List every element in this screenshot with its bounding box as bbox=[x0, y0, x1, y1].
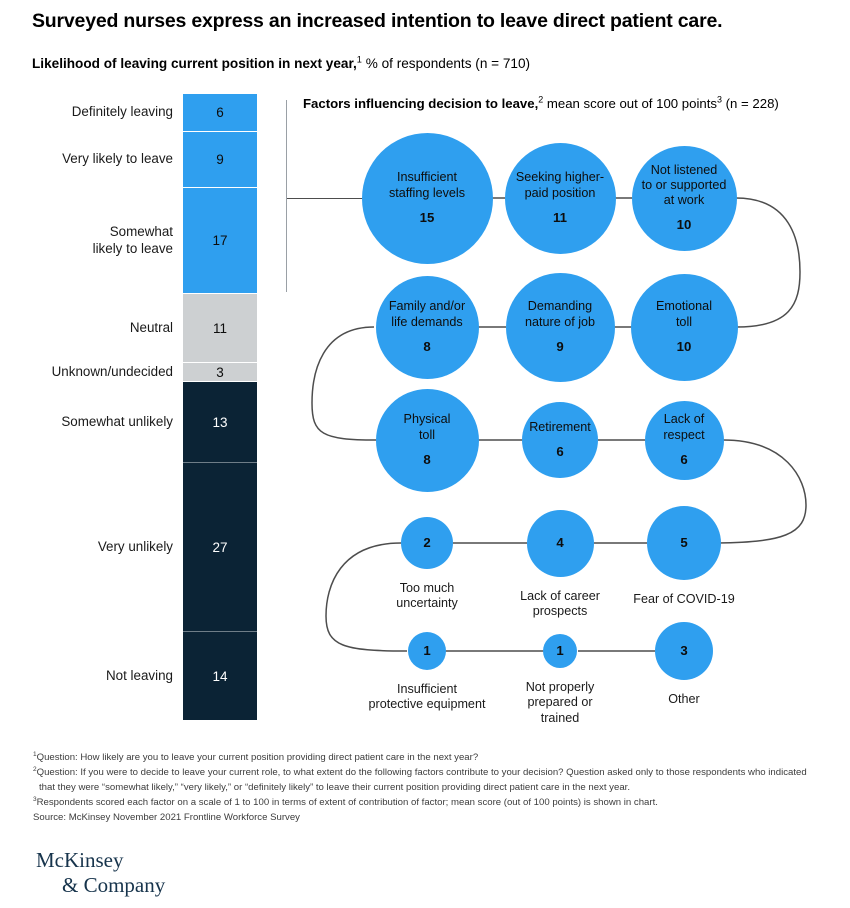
bubble-panel-title-rest-a: mean score out of 100 points bbox=[543, 96, 717, 111]
bubble-panel-footnote-ref-3: 3 bbox=[716, 94, 722, 105]
footnote-2-text: Question: If you were to decide to leave… bbox=[36, 767, 807, 793]
bar-segment: Definitely leaving 6 bbox=[72, 94, 257, 132]
bar-segment-label: Somewhat likely to leave bbox=[92, 224, 173, 257]
bar-segment-label: Unknown/undecided bbox=[51, 364, 173, 380]
subtitle: Likelihood of leaving current position i… bbox=[32, 54, 552, 71]
factor-bubble[interactable]: Family and/or life demands 8 bbox=[375, 275, 479, 379]
bar-segment-label: Somewhat unlikely bbox=[61, 414, 173, 430]
factor-bubble-value: 6 bbox=[556, 444, 564, 460]
footnote-2-marker: 2 bbox=[33, 765, 37, 773]
logo-line-2: & Company bbox=[62, 872, 166, 897]
bubble-panel-footnote-ref-2: 2 bbox=[538, 94, 544, 105]
factor-bubble-value: 1 bbox=[556, 643, 564, 659]
factor-bubble-external-label: Not properly prepared or trained bbox=[525, 680, 595, 725]
factor-bubble[interactable]: Demanding nature of job 9 bbox=[505, 272, 615, 382]
bar-segment-value: 17 bbox=[212, 233, 228, 249]
factor-bubble-label: Lack of respect bbox=[663, 412, 705, 442]
factor-bubble-value: 1 bbox=[423, 643, 431, 659]
bar-segment: Somewhat unlikely 13 bbox=[61, 381, 257, 464]
factor-bubble[interactable]: Lack of respect 6 bbox=[644, 400, 724, 480]
factor-bubble-value: 5 bbox=[680, 535, 688, 551]
bar-segment: Neutral 11 bbox=[130, 294, 257, 364]
factor-bubble[interactable]: 3 bbox=[655, 622, 713, 680]
source-text: Source: McKinsey November 2021 Frontline… bbox=[33, 811, 300, 823]
footnotes: 1Question: How likely are you to leave y… bbox=[33, 751, 823, 826]
page-title: Surveyed nurses express an increased int… bbox=[32, 10, 723, 32]
bar-segment-label: Neutral bbox=[129, 320, 173, 336]
factor-bubble[interactable]: 1 bbox=[408, 632, 446, 670]
bar-segment-value: 27 bbox=[212, 539, 228, 555]
factor-bubble-external-label: Fear of COVID-19 bbox=[633, 592, 735, 606]
footnote-3-marker: 3 bbox=[33, 795, 37, 803]
bar-segment: Somewhat likely to leave 17 bbox=[93, 187, 257, 295]
factor-bubble-value: 10 bbox=[676, 217, 692, 233]
factor-bubble-label: Emotional toll bbox=[655, 299, 712, 329]
factor-bubble-external-label: Lack of career prospects bbox=[520, 588, 600, 618]
factor-bubble[interactable]: 5 bbox=[647, 506, 721, 580]
subtitle-bold: Likelihood of leaving current position i… bbox=[32, 56, 357, 71]
bubble-panel-title-bold: Factors influencing decision to leave, bbox=[303, 96, 539, 111]
factor-bubble-external-label: Insufficient protective equipment bbox=[368, 682, 486, 712]
logo-line-1: McKinsey bbox=[36, 848, 124, 872]
bar-segment: Very unlikely 27 bbox=[98, 463, 257, 633]
factor-bubble[interactable]: Physical toll 8 bbox=[375, 388, 479, 492]
bubble-panel-title: Factors influencing decision to leave,2 … bbox=[303, 94, 848, 111]
factor-bubble-label: Family and/or life demands bbox=[388, 299, 466, 329]
bar-segment: Not leaving 14 bbox=[106, 632, 257, 720]
footnote-1-text: Question: How likely are you to leave yo… bbox=[36, 752, 479, 763]
bar-segment-label: Very unlikely bbox=[97, 539, 173, 555]
factor-bubble-value: 8 bbox=[423, 451, 431, 467]
bubble-panel-title-rest-b: (n = 228) bbox=[721, 96, 779, 111]
factor-bubble-value: 9 bbox=[556, 338, 564, 354]
factor-bubble-label: Physical toll bbox=[403, 412, 451, 442]
bar-segment: Unknown/undecided 3 bbox=[52, 363, 257, 382]
factor-bubble-label: Insufficient staffing levels bbox=[388, 170, 466, 200]
panel-divider-rule bbox=[286, 100, 288, 292]
factor-bubble-label: Not listened to or supported at work bbox=[641, 162, 727, 208]
footnote-2: 2Question: If you were to decide to leav… bbox=[33, 766, 823, 795]
factor-bubble-value: 2 bbox=[423, 535, 431, 551]
bar-segment-value: 11 bbox=[212, 320, 227, 336]
factor-bubble-value: 15 bbox=[419, 209, 435, 225]
mckinsey-logo: McKinsey & Company bbox=[36, 848, 165, 898]
bar-segment-label: Definitely leaving bbox=[71, 104, 173, 120]
factor-bubble-value: 10 bbox=[676, 338, 692, 354]
bar-to-bubbles-connector bbox=[287, 197, 365, 200]
bar-segment-value: 6 bbox=[216, 104, 224, 120]
factor-bubble[interactable]: 4 bbox=[526, 509, 594, 577]
bar-segment-value: 14 bbox=[212, 668, 228, 684]
factor-bubble[interactable]: Retirement 6 bbox=[522, 402, 598, 478]
footnote-3: 3Respondents scored each factor on a sca… bbox=[33, 796, 823, 811]
factor-bubble-label: Retirement bbox=[529, 420, 591, 435]
factor-bubble-value: 3 bbox=[680, 643, 688, 659]
bar-segment-value: 9 bbox=[216, 151, 224, 167]
factor-bubble[interactable]: Insufficient staffing levels 15 bbox=[361, 132, 493, 264]
factor-bubble-value: 6 bbox=[680, 451, 688, 467]
factor-bubble-label: Demanding nature of job bbox=[524, 299, 596, 329]
bar-segment-value: 13 bbox=[212, 414, 228, 430]
factor-bubble[interactable]: 2 bbox=[401, 517, 453, 569]
factor-bubble[interactable]: Not listened to or supported at work 10 bbox=[631, 145, 737, 251]
factor-bubble[interactable]: 1 bbox=[543, 634, 577, 668]
factor-bubble-label: Seeking higher- paid position bbox=[515, 170, 605, 200]
bar-segment-value: 3 bbox=[216, 364, 224, 380]
bar-segment-label: Very likely to leave bbox=[62, 151, 173, 167]
footnote-1-marker: 1 bbox=[33, 750, 37, 758]
subtitle-footnote-ref: 1 bbox=[356, 54, 362, 65]
factor-bubble-value: 4 bbox=[556, 535, 564, 551]
factor-bubble[interactable]: Emotional toll 10 bbox=[630, 273, 738, 381]
footnote-3-text: Respondents scored each factor on a scal… bbox=[36, 796, 658, 808]
factor-bubble-value: 8 bbox=[423, 338, 431, 354]
bar-segment-label: Not leaving bbox=[106, 667, 173, 683]
source-line: Source: McKinsey November 2021 Frontline… bbox=[33, 811, 823, 826]
subtitle-rest: % of respondents (n = 710) bbox=[361, 56, 531, 71]
factor-bubble[interactable]: Seeking higher- paid position 11 bbox=[504, 142, 616, 254]
factor-bubble-external-label: Other bbox=[668, 692, 700, 706]
bar-segment: Very likely to leave 9 bbox=[62, 131, 257, 188]
factor-bubble-value: 11 bbox=[553, 209, 567, 225]
factor-bubble-external-label: Too much uncertainty bbox=[396, 581, 458, 611]
footnote-1: 1Question: How likely are you to leave y… bbox=[33, 751, 823, 766]
